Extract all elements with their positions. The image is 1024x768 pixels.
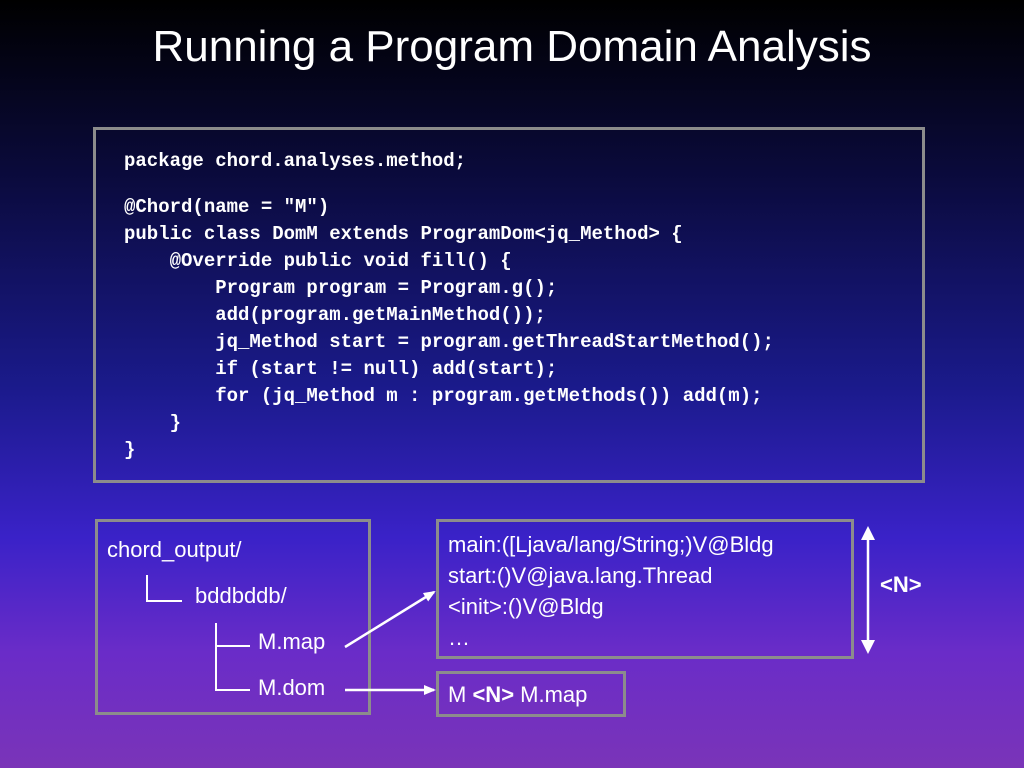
tree-connector <box>215 623 250 691</box>
code-line: package chord.analyses.method; <box>124 150 467 172</box>
map-line: main:([Ljava/lang/String;)V@Bldg <box>448 532 774 557</box>
code-listing-box <box>93 127 925 483</box>
code-line: } <box>124 439 136 461</box>
size-label: <N> <box>880 572 922 597</box>
directory-tree-box <box>95 519 371 715</box>
code-line: @Override public void fill() { <box>124 250 512 272</box>
code-line: public class DomM extends ProgramDom<jq_… <box>124 223 683 245</box>
tree-root-folder: chord_output/ <box>107 537 242 562</box>
dom-contents-text: M <N> M.map <box>448 682 587 708</box>
dom-suffix: M.map <box>520 682 588 707</box>
dom-size: <N> <box>472 682 515 707</box>
code-line: } <box>124 412 182 434</box>
size-arrow-bottom-head <box>861 640 875 654</box>
size-arrow-top-head <box>861 526 875 540</box>
slide-title: Running a Program Domain Analysis <box>152 22 872 71</box>
tree-file-map: M.map <box>258 629 326 654</box>
map-line-ellipsis: … <box>448 625 470 650</box>
arrow-map-to-contents <box>344 590 436 649</box>
code-line: for (jq_Method m : program.getMethods())… <box>124 385 763 407</box>
dom-prefix: M <box>448 682 467 707</box>
code-line: Program program = Program.g(); <box>124 277 558 299</box>
code-line: add(program.getMainMethod()); <box>124 304 546 326</box>
code-line: jq_Method start = program.getThreadStart… <box>124 331 774 353</box>
tree-file-dom: M.dom <box>258 675 326 700</box>
tree-bddbddb-folder: bddbddb/ <box>195 583 287 608</box>
map-line: start:()V@java.lang.Thread <box>448 563 713 588</box>
code-line: if (start != null) add(start); <box>124 358 558 380</box>
map-line: <init>:()V@Bldg <box>448 594 604 619</box>
map-contents-box <box>436 519 854 659</box>
code-line: @Chord(name = "M") <box>124 196 330 218</box>
tree-connector <box>146 575 182 602</box>
dom-contents-box <box>436 671 626 717</box>
